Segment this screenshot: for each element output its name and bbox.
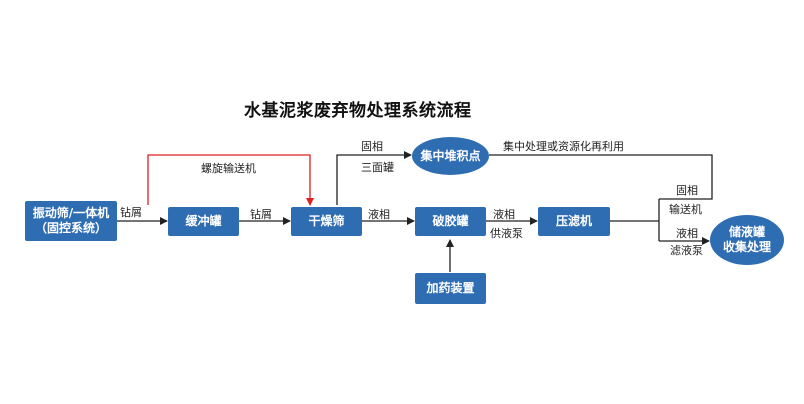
label-liquid-phase-3: 液相 bbox=[676, 227, 698, 240]
label-liquid-phase-2: 液相 bbox=[493, 208, 515, 221]
node-filter-press: 压滤机 bbox=[538, 207, 610, 236]
node-shaker: 振动筛/一体机 （固控系统） bbox=[25, 201, 117, 241]
node-storage-tank: 储液罐 收集处理 bbox=[710, 215, 784, 265]
line-collection-reuse bbox=[489, 154, 713, 200]
node-dryer-screen: 干燥筛 bbox=[291, 207, 362, 236]
label-screw-conveyor: 螺旋输送机 bbox=[201, 162, 256, 175]
label-feed-pump: 供液泵 bbox=[490, 227, 523, 240]
node-gel-breaking-tank: 破胶罐 bbox=[415, 207, 486, 236]
node-collection-point: 集中堆积点 bbox=[412, 137, 489, 175]
label-cuttings-2: 钻屑 bbox=[250, 208, 272, 221]
arrow-screw-conveyor bbox=[147, 154, 314, 206]
label-cuttings-1: 钻屑 bbox=[120, 206, 142, 219]
label-liquid-phase-1: 液相 bbox=[368, 208, 390, 221]
label-solid-phase-2: 固相 bbox=[676, 184, 698, 197]
label-filtrate-pump: 滤液泵 bbox=[670, 244, 703, 257]
node-dosing-device: 加药装置 bbox=[415, 273, 486, 304]
diagram-title: 水基泥浆废弃物处理系统流程 bbox=[244, 101, 472, 121]
label-three-side-tank: 三面罐 bbox=[361, 161, 394, 174]
node-buffer-tank: 缓冲罐 bbox=[168, 207, 239, 236]
label-reuse: 集中处理或资源化再利用 bbox=[503, 140, 624, 153]
label-conveyor: 输送机 bbox=[669, 203, 702, 216]
label-solid-phase-1: 固相 bbox=[361, 140, 383, 153]
arrow-dryer-to-collection bbox=[336, 151, 412, 205]
